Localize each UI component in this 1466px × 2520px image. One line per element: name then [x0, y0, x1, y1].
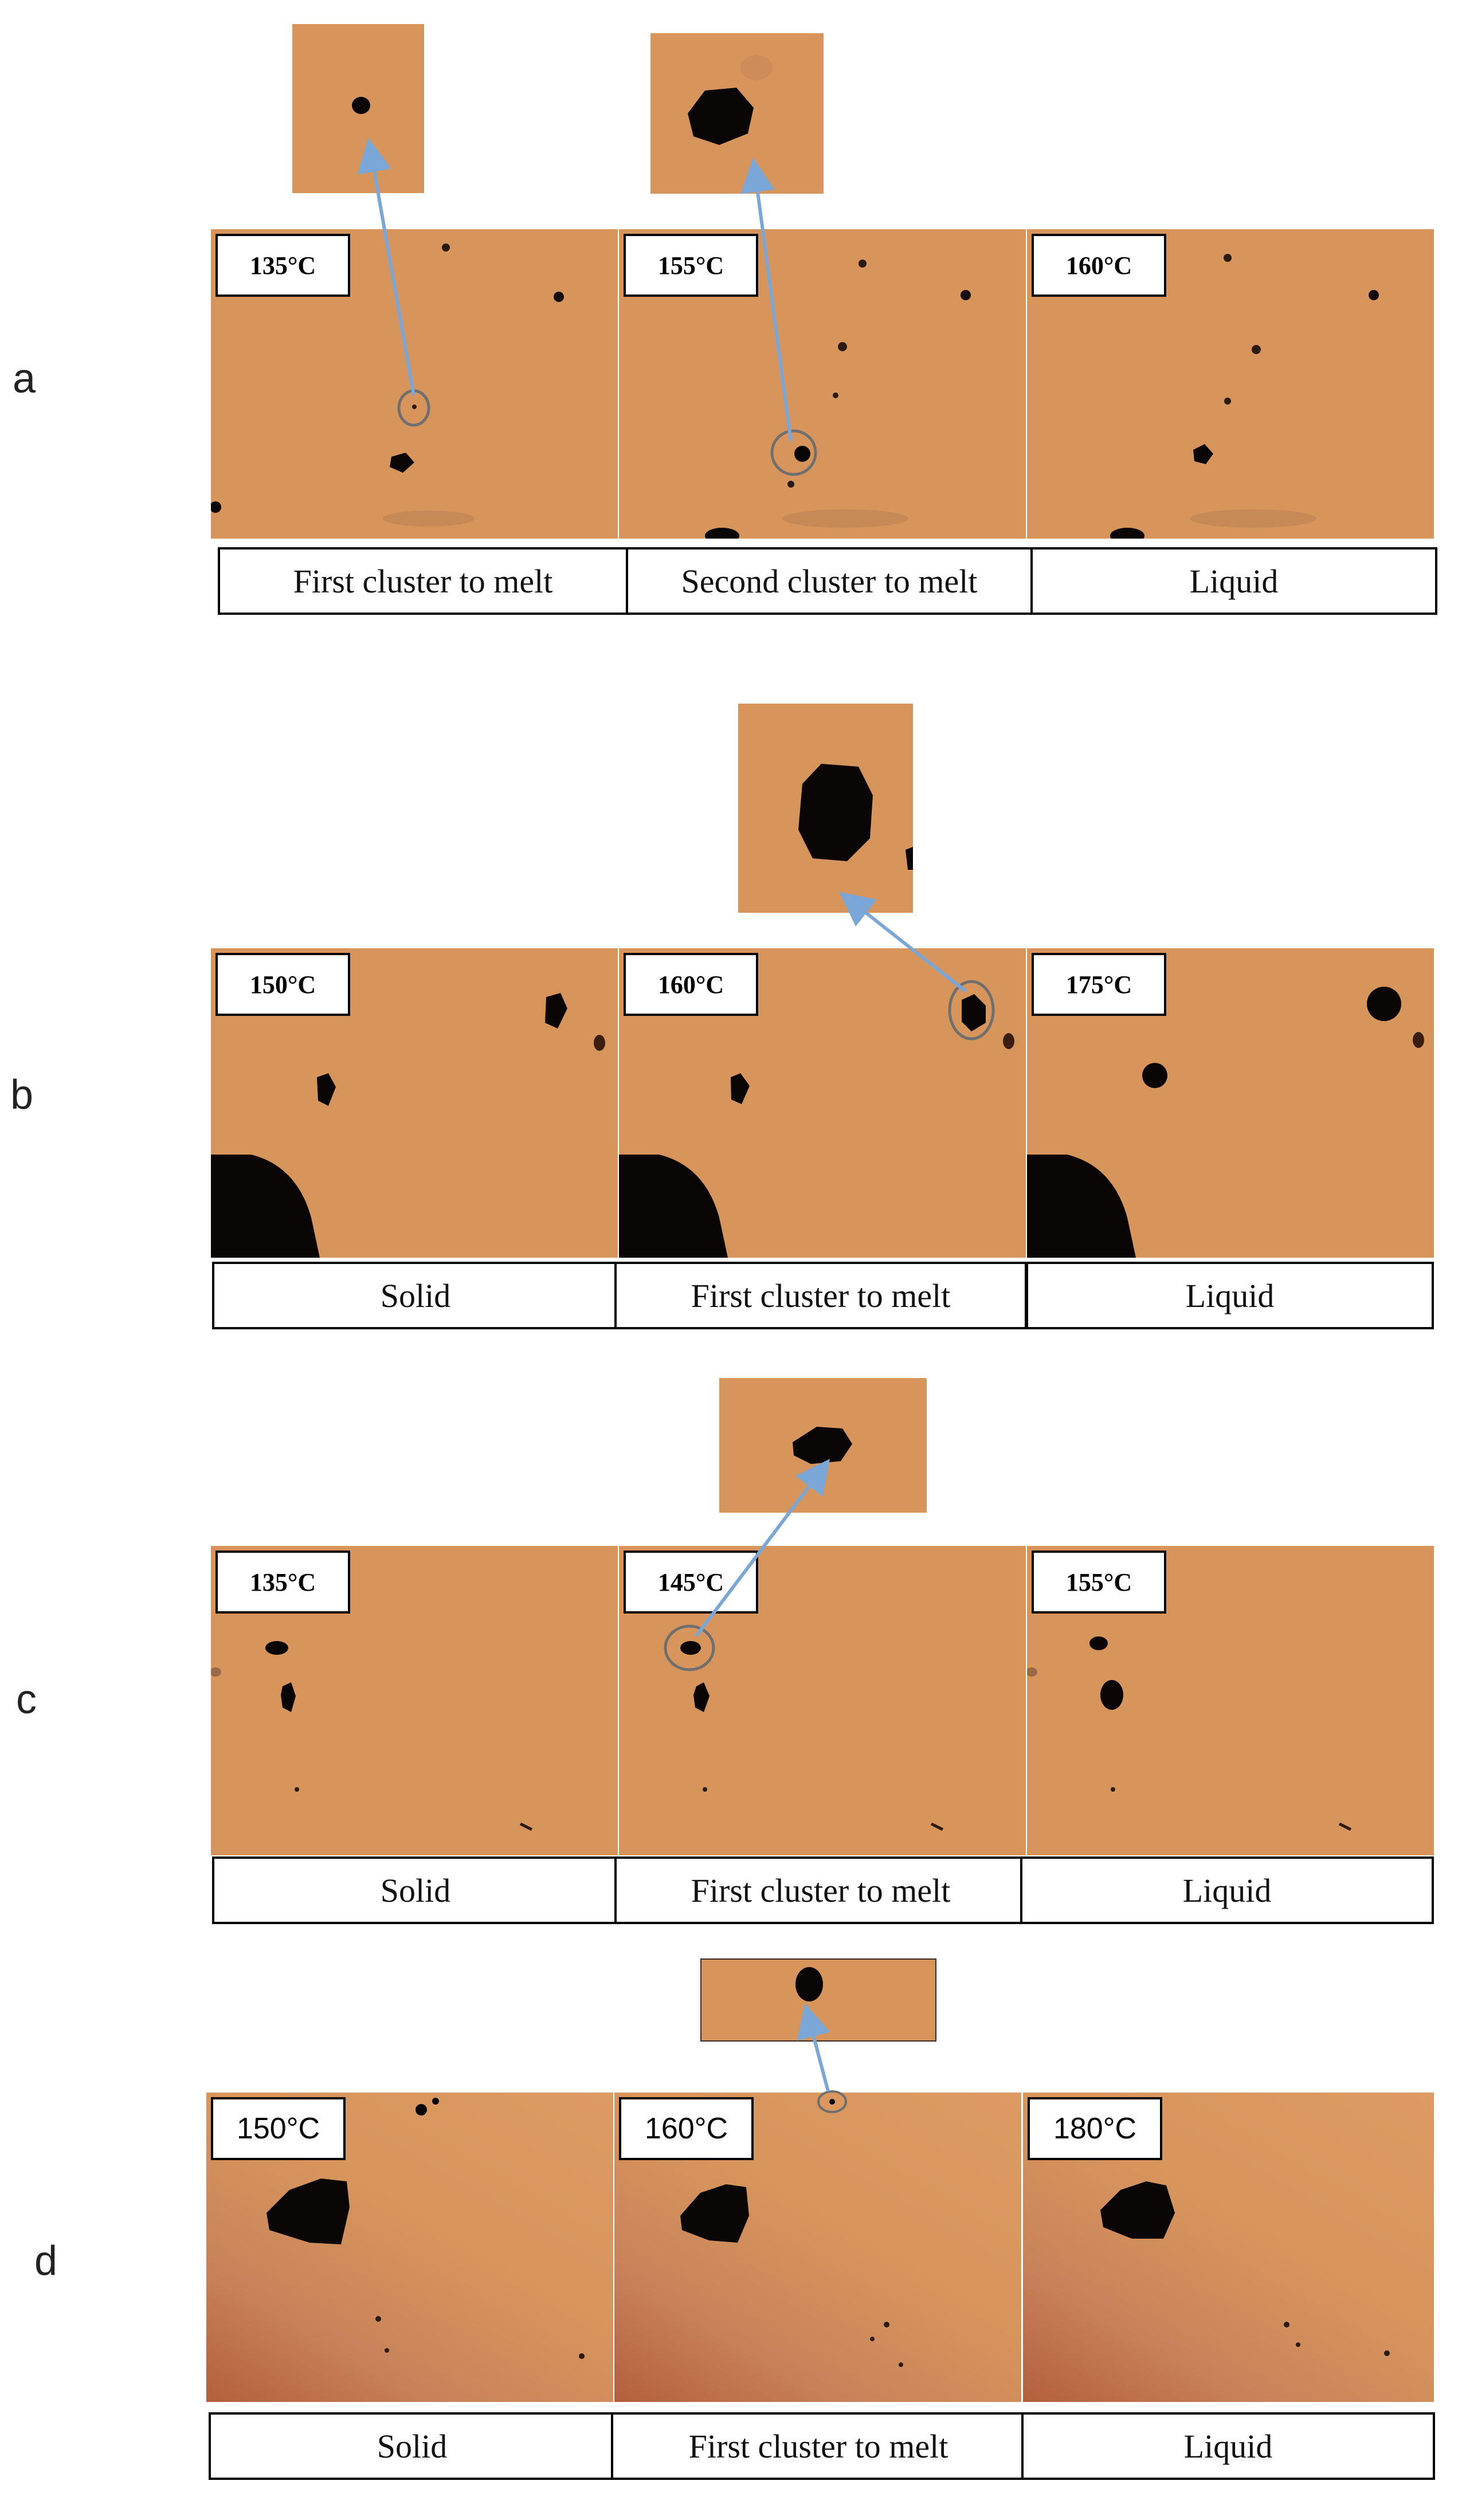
temperature-label: 160°C: [1032, 234, 1166, 297]
micrograph-inset-a2: [688, 55, 773, 145]
micrograph-c-1: 135°C: [211, 1546, 618, 1855]
row-letter-b: b: [10, 1072, 34, 1118]
caption-d-1: Solid: [209, 2412, 616, 2480]
temperature-label: 155°C: [1032, 1551, 1166, 1614]
row-letter-d: d: [34, 2238, 58, 2284]
inset-d: [700, 1958, 936, 2042]
temperature-label: 150°C: [215, 953, 350, 1016]
temperature-label: 175°C: [1032, 953, 1166, 1016]
micrograph-a-3: 160°C: [1027, 229, 1434, 539]
micrograph-inset-b: [798, 764, 913, 870]
caption-d-3: Liquid: [1021, 2412, 1435, 2480]
micrograph-c-3: 155°C: [1027, 1546, 1434, 1855]
temperature-label: 150°C: [211, 2097, 346, 2160]
micrograph-d-3: 180°C: [1023, 2093, 1434, 2402]
temperature-label: 145°C: [624, 1551, 758, 1614]
caption-b-3: Liquid: [1026, 1262, 1434, 1329]
temperature-label: 160°C: [624, 953, 758, 1016]
inset-b: [738, 704, 913, 913]
temperature-label: 135°C: [215, 1551, 350, 1614]
micrograph-inset-c: [793, 1427, 852, 1464]
row-letter-c: c: [16, 1677, 37, 1722]
caption-a-3: Liquid: [1030, 547, 1437, 615]
caption-b-2: First cluster to melt: [614, 1262, 1027, 1329]
micrograph-inset-a1: [352, 97, 370, 114]
micrograph-d-1: 150°C: [206, 2093, 613, 2402]
caption-b-1: Solid: [212, 1262, 619, 1329]
temperature-label: 160°C: [619, 2097, 754, 2160]
inset-c: [719, 1378, 927, 1513]
micrograph-a-1: 135°C: [211, 229, 618, 539]
caption-c-3: Liquid: [1020, 1856, 1434, 1924]
temperature-label: 155°C: [624, 234, 758, 297]
micrograph-a-2: 155°C: [619, 229, 1026, 539]
inset-a2: [650, 33, 824, 194]
temperature-label: 180°C: [1028, 2097, 1162, 2160]
row-letter-a: a: [13, 356, 36, 402]
caption-c-1: Solid: [212, 1856, 619, 1924]
micrograph-b-1: 150°C: [211, 948, 618, 1258]
caption-c-2: First cluster to melt: [614, 1856, 1027, 1924]
caption-a-2: Second cluster to melt: [626, 547, 1033, 615]
micrograph-d-2: 160°C: [614, 2093, 1021, 2402]
micrograph-c-2: 145°C: [619, 1546, 1026, 1855]
caption-a-1: First cluster to melt: [218, 547, 628, 615]
micrograph-b-2: 160°C: [619, 948, 1026, 1258]
inset-a1: [292, 24, 424, 193]
temperature-label: 135°C: [215, 234, 350, 297]
micrograph-b-3: 175°C: [1027, 948, 1434, 1258]
micrograph-inset-d: [700, 1958, 936, 2042]
caption-d-2: First cluster to melt: [611, 2412, 1026, 2480]
